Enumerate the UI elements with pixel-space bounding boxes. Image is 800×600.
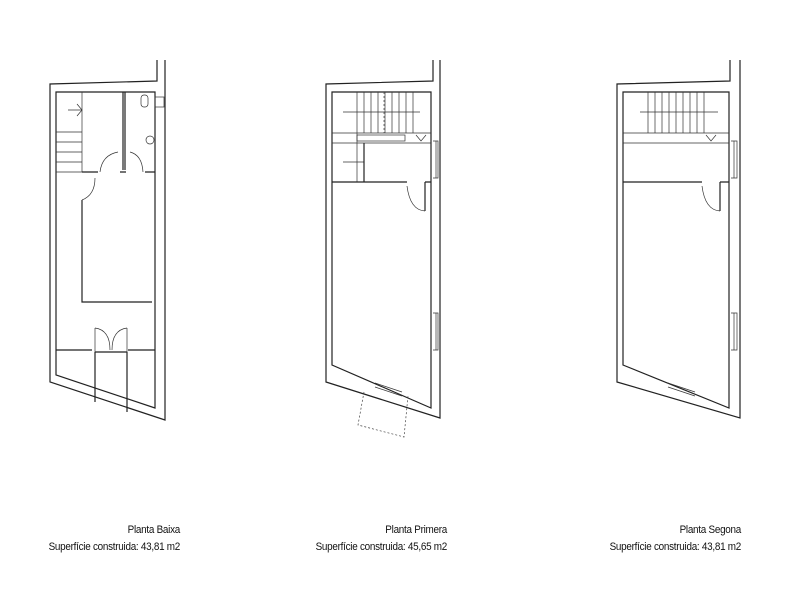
plan-caption-planta-segona: Planta Segona Superfície construida: 43,…	[609, 522, 742, 556]
plan-title: Planta Segona	[679, 524, 742, 536]
plan-area: Superfície construida: 43,81 m2	[609, 541, 742, 553]
plan-title: Planta Baixa	[127, 524, 181, 536]
floor-plan-planta-primera	[325, 60, 441, 438]
floor-plan-planta-segona	[616, 60, 741, 419]
floor-plan-planta-baixa	[49, 60, 166, 421]
plan-caption-planta-baixa: Planta Baixa Superfície construida: 43,8…	[48, 522, 181, 556]
plan-area: Superfície construida: 45,65 m2	[315, 541, 448, 553]
plan-area: Superfície construida: 43,81 m2	[48, 541, 181, 553]
plan-title: Planta Primera	[385, 524, 447, 536]
plan-caption-planta-primera: Planta Primera Superfície construida: 45…	[315, 522, 448, 556]
